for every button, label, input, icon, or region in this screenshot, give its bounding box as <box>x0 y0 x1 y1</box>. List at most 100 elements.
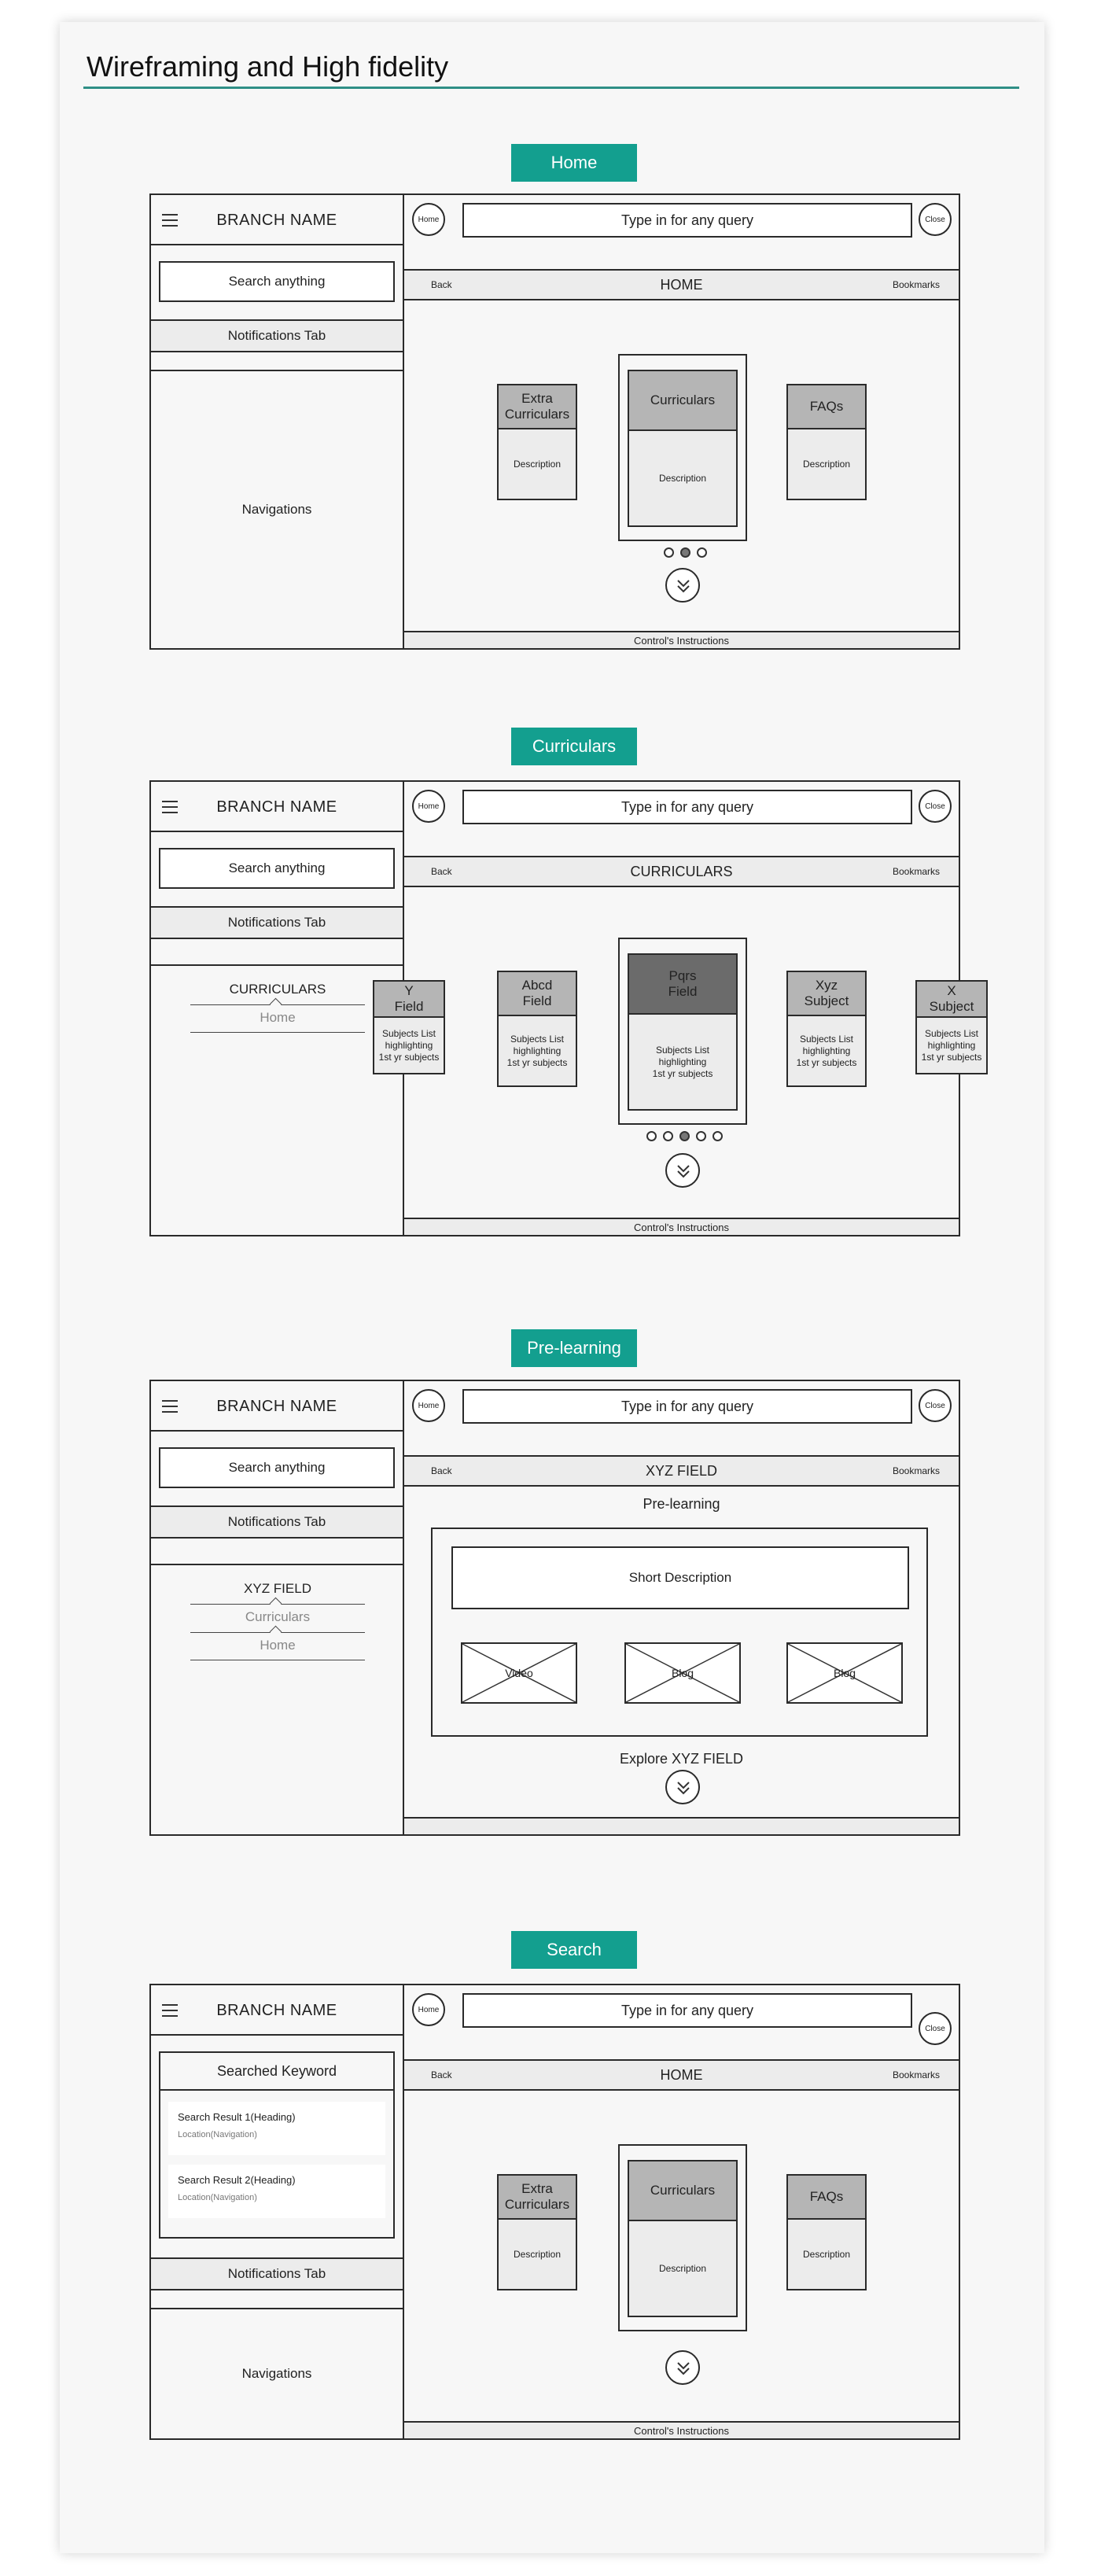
close-button[interactable]: Close <box>919 1389 952 1422</box>
card-title: X Subject <box>917 982 986 1018</box>
artboard: Wireframing and High fidelity Home BRANC… <box>60 22 1044 2553</box>
breadcrumb: XYZ FIELD Curriculars Home <box>190 1581 365 1660</box>
page-title: Wireframing and High fidelity <box>87 50 449 83</box>
navigations[interactable]: Navigations <box>241 2366 312 2381</box>
notifications-tab[interactable]: Notifications Tab <box>151 2257 403 2290</box>
controls-instructions: Control's Instructions <box>404 631 959 648</box>
query-input[interactable]: Type in for any query <box>462 203 912 238</box>
card-description: Subjects List highlighting 1st yr subjec… <box>652 1044 713 1079</box>
branch-name: BRANCH NAME <box>216 1397 337 1415</box>
breadcrumb-curriculars[interactable]: Curriculars <box>245 1609 311 1624</box>
sidebar: BRANCH NAME Search anything Notification… <box>151 1381 404 1834</box>
hamburger-menu-icon[interactable] <box>162 2004 178 2017</box>
card-title: Pqrs Field <box>629 955 736 1015</box>
card-xyz-subject[interactable]: Xyz Subject Subjects List highlighting 1… <box>786 971 867 1087</box>
bookmarks-link[interactable]: Bookmarks <box>892 866 940 877</box>
card-pqrs-field[interactable]: Pqrs Field Subjects List highlighting 1s… <box>628 953 738 1111</box>
query-input[interactable]: Type in for any query <box>462 1389 912 1424</box>
search-input[interactable]: Search anything <box>159 848 395 889</box>
main-panel: Home Type in for any query Close Back CU… <box>373 782 988 1235</box>
query-input[interactable]: Type in for any query <box>462 1993 912 2028</box>
card-title: Y Field <box>374 982 444 1018</box>
card-title: FAQs <box>788 2176 865 2220</box>
home-button[interactable]: Home <box>412 1993 445 2026</box>
carousel-dot-active[interactable] <box>680 547 690 558</box>
home-button[interactable]: Home <box>412 790 445 823</box>
bookmarks-link[interactable]: Bookmarks <box>892 1465 940 1476</box>
card-y-field[interactable]: Y Field Subjects List highlighting 1st y… <box>373 980 445 1074</box>
back-link[interactable]: Back <box>431 1465 452 1476</box>
nav-title: HOME <box>660 276 703 293</box>
result-location: Location(Navigation) <box>178 2130 257 2139</box>
title-underline <box>83 87 1019 89</box>
carousel-dot[interactable] <box>713 1131 723 1141</box>
result-location: Location(Navigation) <box>178 2193 257 2202</box>
active-card-frame <box>618 938 747 1125</box>
breadcrumb-current: XYZ FIELD <box>244 1581 311 1596</box>
nav-title: XYZ FIELD <box>645 1462 718 1479</box>
query-input[interactable]: Type in for any query <box>462 790 912 824</box>
footer-bar <box>404 1817 959 1834</box>
navigations[interactable]: Navigations <box>241 502 312 517</box>
double-chevron-down-icon[interactable] <box>665 1153 700 1188</box>
bookmarks-link[interactable]: Bookmarks <box>892 279 940 290</box>
card-title: Abcd Field <box>499 972 576 1016</box>
bookmarks-link[interactable]: Bookmarks <box>892 2069 940 2080</box>
notifications-tab[interactable]: Notifications Tab <box>151 1505 403 1539</box>
double-chevron-down-icon[interactable] <box>665 2350 700 2385</box>
card-title: Extra Curriculars <box>499 2176 576 2220</box>
card-extra-curriculars[interactable]: Extra Curriculars Description <box>497 384 577 500</box>
hamburger-menu-icon[interactable] <box>162 214 178 227</box>
carousel-dots <box>646 1131 723 1141</box>
searched-keyword[interactable]: Searched Keyword <box>160 2053 393 2091</box>
card-faqs[interactable]: FAQs Description <box>786 384 867 500</box>
carousel-dot[interactable] <box>663 1131 673 1141</box>
blog-thumbnail[interactable]: Blog <box>786 1642 903 1704</box>
navbar: Back HOME Bookmarks <box>404 269 959 300</box>
notifications-tab[interactable]: Notifications Tab <box>151 906 403 939</box>
search-result[interactable]: Search Result 2(Heading) Location(Naviga… <box>168 2165 385 2218</box>
card-description: Subjects List highlighting 1st yr subjec… <box>921 1027 982 1063</box>
breadcrumb-home[interactable]: Home <box>260 1638 296 1653</box>
home-button[interactable]: Home <box>412 1389 445 1422</box>
double-chevron-down-icon[interactable] <box>665 568 700 603</box>
carousel-dot[interactable] <box>696 1131 706 1141</box>
carousel-dot[interactable] <box>664 547 674 558</box>
close-button[interactable]: Close <box>919 2012 952 2045</box>
home-button[interactable]: Home <box>412 203 445 236</box>
blog-label: Blog <box>671 1667 694 1679</box>
card-faqs[interactable]: FAQs Description <box>786 2174 867 2290</box>
carousel-dot-active[interactable] <box>679 1131 690 1141</box>
notifications-tab[interactable]: Notifications Tab <box>151 319 403 352</box>
controls-instructions: Control's Instructions <box>404 1218 959 1235</box>
video-thumbnail[interactable]: Video <box>461 1642 577 1704</box>
card-curriculars[interactable]: Curriculars Description <box>628 2160 738 2317</box>
sidebar-header: BRANCH NAME <box>151 782 403 832</box>
close-button[interactable]: Close <box>919 790 952 823</box>
card-description: Description <box>802 458 851 470</box>
card-extra-curriculars[interactable]: Extra Curriculars Description <box>497 2174 577 2290</box>
close-button[interactable]: Close <box>919 203 952 236</box>
hamburger-menu-icon[interactable] <box>162 801 178 813</box>
back-link[interactable]: Back <box>431 279 452 290</box>
card-x-subject[interactable]: X Subject Subjects List highlighting 1st… <box>915 980 988 1074</box>
back-link[interactable]: Back <box>431 866 452 877</box>
blog-thumbnail[interactable]: Blog <box>624 1642 741 1704</box>
navbar: Back HOME Bookmarks <box>404 2059 959 2091</box>
explore-label[interactable]: Explore XYZ FIELD <box>619 1751 744 1767</box>
carousel-dot[interactable] <box>646 1131 657 1141</box>
search-result[interactable]: Search Result 1(Heading) Location(Naviga… <box>168 2102 385 2155</box>
search-input[interactable]: Search anything <box>159 261 395 302</box>
nav-title: CURRICULARS <box>630 863 733 879</box>
card-abcd-field[interactable]: Abcd Field Subjects List highlighting 1s… <box>497 971 577 1087</box>
breadcrumb-current: CURRICULARS <box>229 982 326 997</box>
breadcrumb-home[interactable]: Home <box>260 1010 296 1025</box>
carousel-dot[interactable] <box>697 547 707 558</box>
short-description: Short Description <box>451 1546 909 1609</box>
search-input[interactable]: Search anything <box>159 1447 395 1488</box>
sidebar-header: BRANCH NAME <box>151 1381 403 1432</box>
card-curriculars[interactable]: Curriculars Description <box>628 370 738 527</box>
back-link[interactable]: Back <box>431 2069 452 2080</box>
hamburger-menu-icon[interactable] <box>162 1400 178 1413</box>
double-chevron-down-icon[interactable] <box>665 1770 700 1804</box>
